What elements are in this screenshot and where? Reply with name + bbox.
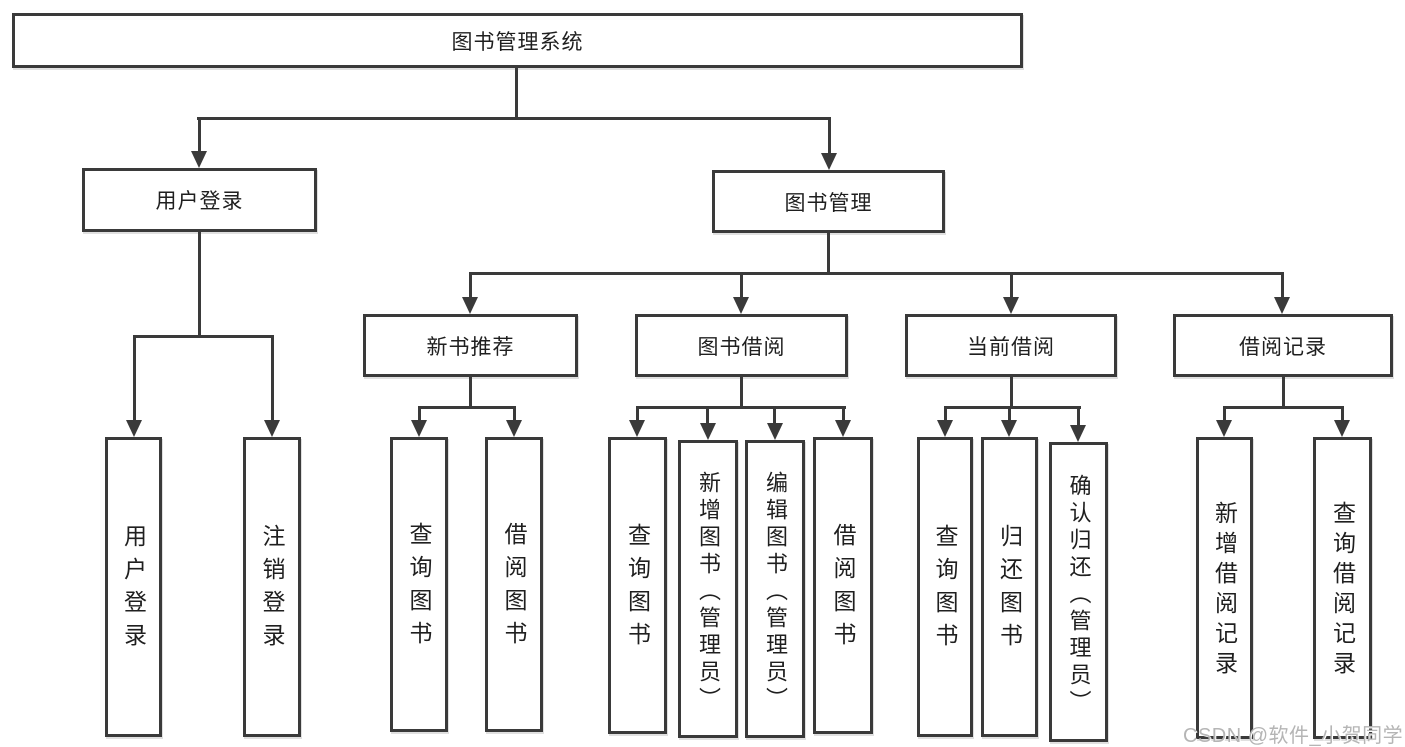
connector-line [740, 272, 743, 297]
node-user-login: 用户登录 [82, 168, 317, 232]
node-user-login-leaf: 用户登录 [105, 437, 162, 737]
connector-line [827, 233, 830, 274]
node-borrowing-records: 借阅记录 [1173, 314, 1393, 377]
connector-line [133, 335, 136, 420]
connector-line [1008, 406, 1011, 420]
csdn-watermark: CSDN @软件_小贺同学 [1183, 725, 1404, 747]
node-add-books-admin: 新增图书（管理员） [678, 440, 738, 738]
connector-line [418, 406, 516, 409]
connector-line [944, 406, 947, 420]
node-book-management: 图书管理 [712, 170, 945, 233]
connector-line [1341, 406, 1344, 420]
connector-line [469, 272, 472, 297]
arrowhead-down [1216, 420, 1232, 437]
arrowhead-down [937, 420, 953, 437]
connector-line [828, 117, 831, 155]
node-confirm-return-admin: 确认归还（管理员） [1049, 442, 1108, 742]
connector-line [944, 406, 1081, 409]
connector-line [469, 377, 472, 408]
arrowhead-down [126, 420, 142, 437]
connector-line [740, 377, 743, 406]
arrowhead-down [700, 423, 716, 440]
connector-line [842, 406, 845, 420]
node-library-system: 图书管理系统 [12, 13, 1023, 68]
arrowhead-down [629, 420, 645, 437]
connector-line [773, 406, 776, 423]
connector-line [1223, 406, 1344, 409]
arrowhead-down [821, 153, 837, 170]
node-return-books: 归还图书 [981, 437, 1038, 737]
connector-line [418, 406, 421, 420]
connector-line [1077, 406, 1080, 425]
node-new-book-recommend: 新书推荐 [363, 314, 578, 377]
arrowhead-down [1070, 425, 1086, 442]
arrowhead-down [1001, 420, 1017, 437]
connector-line [1282, 377, 1285, 408]
arrowhead-down [1334, 420, 1350, 437]
node-query-books-borrowing: 查询图书 [608, 437, 667, 734]
arrowhead-down [1274, 297, 1290, 314]
connector-line [469, 272, 1283, 275]
arrowhead-down [835, 420, 851, 437]
node-borrow-books-recommend: 借阅图书 [485, 437, 543, 732]
arrowhead-down [462, 297, 478, 314]
arrowhead-down [411, 420, 427, 437]
node-query-borrow-record: 查询借阅记录 [1313, 437, 1372, 739]
arrowhead-down [264, 420, 280, 437]
connector-line [133, 335, 274, 338]
node-current-borrowing: 当前借阅 [905, 314, 1117, 377]
connector-line [1010, 377, 1013, 406]
connector-line [636, 406, 846, 409]
connector-line [636, 406, 639, 420]
node-add-borrow-record: 新增借阅记录 [1196, 437, 1253, 739]
node-borrow-books-borrowing: 借阅图书 [813, 437, 873, 734]
connector-line [706, 406, 709, 423]
connector-line [1010, 272, 1013, 297]
arrowhead-down [1003, 297, 1019, 314]
connector-line [513, 406, 516, 420]
node-edit-books-admin: 编辑图书（管理员） [745, 440, 805, 738]
node-logout-leaf: 注销登录 [243, 437, 301, 737]
arrowhead-down [767, 423, 783, 440]
connector-line [515, 68, 518, 119]
arrowhead-down [733, 297, 749, 314]
node-query-books-recommend: 查询图书 [390, 437, 448, 732]
connector-line [1281, 272, 1284, 297]
node-book-borrowing: 图书借阅 [635, 314, 848, 377]
arrowhead-down [191, 151, 207, 168]
connector-line [198, 117, 201, 153]
connector-line [271, 335, 274, 420]
connector-line [197, 117, 831, 120]
node-query-books-current: 查询图书 [917, 437, 973, 737]
arrowhead-down [506, 420, 522, 437]
connector-line [198, 232, 201, 336]
connector-line [1223, 406, 1226, 420]
